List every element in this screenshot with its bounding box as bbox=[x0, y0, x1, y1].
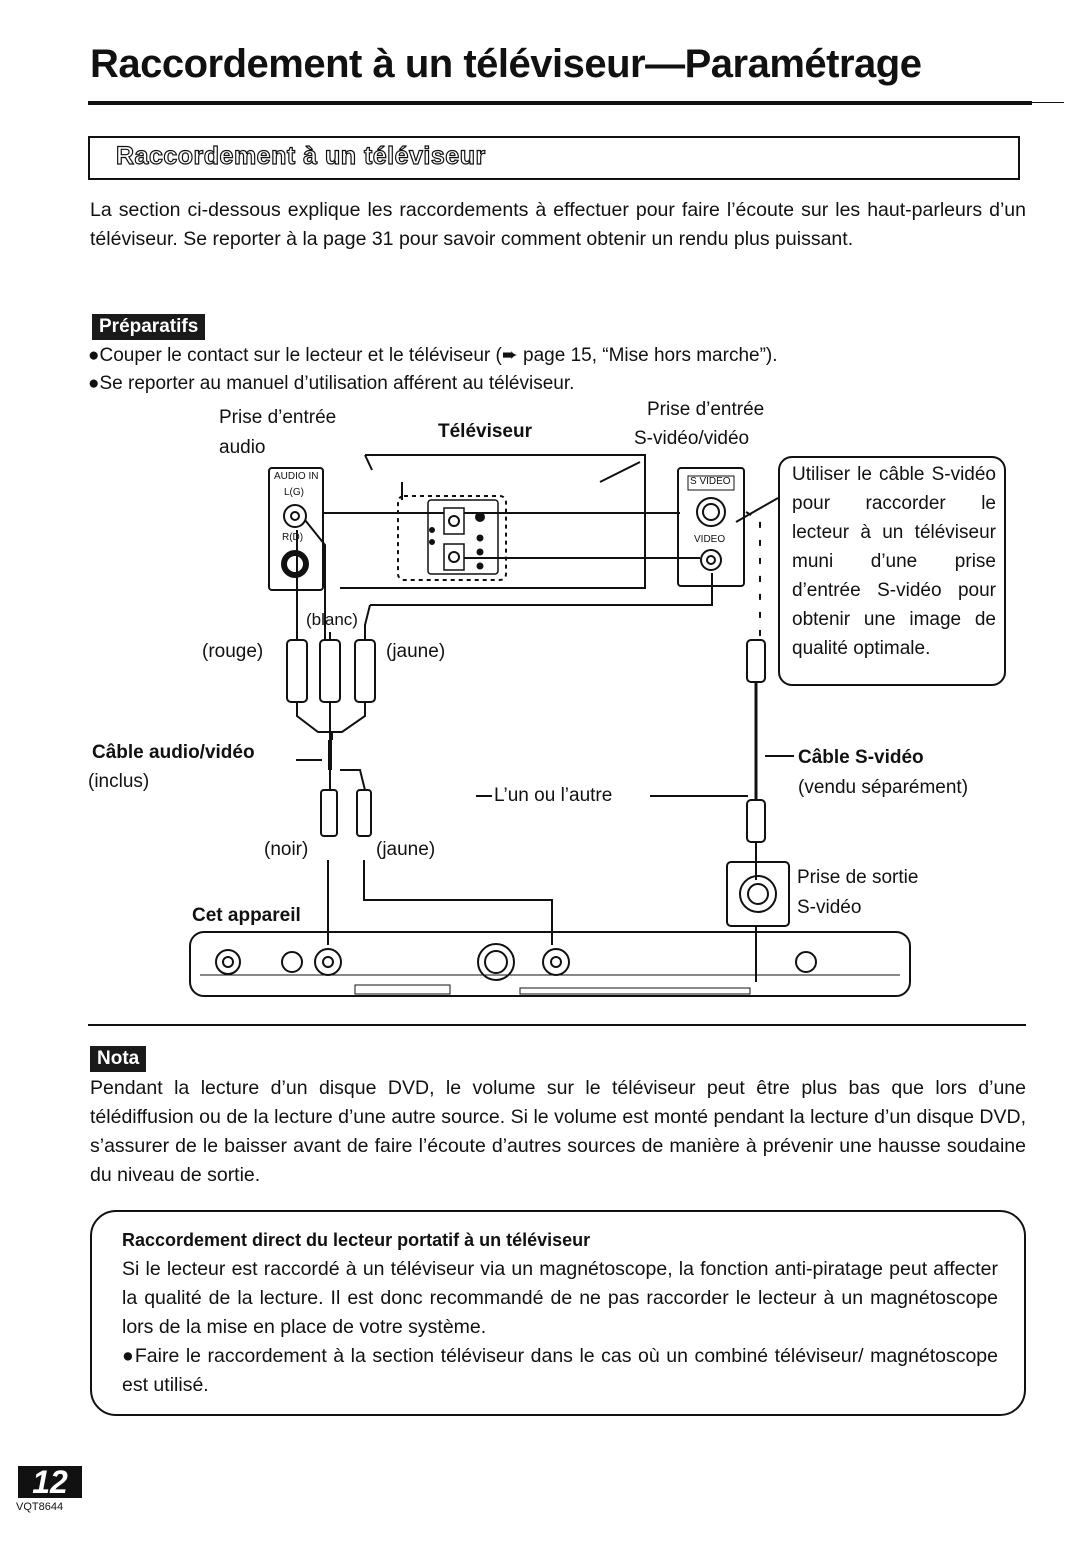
title-rule-extension bbox=[1032, 102, 1064, 103]
preparatifs-list: ●Couper le contact sur le lecteur et le … bbox=[88, 342, 778, 398]
tv-outline bbox=[340, 454, 646, 589]
section-heading-box bbox=[88, 136, 1020, 180]
prise-sortie-line1: Prise de sortie bbox=[797, 867, 919, 888]
audio-in-label-line2: audio bbox=[219, 437, 266, 458]
tv-audio-l-label: L(G) bbox=[284, 487, 304, 498]
svideo-tip-box: Utiliser le câble S-vidéo pour raccorder… bbox=[778, 456, 1006, 686]
cet-appareil-label: Cet appareil bbox=[192, 905, 301, 926]
page-number: 12 bbox=[18, 1466, 82, 1498]
av-cable bbox=[296, 519, 713, 945]
tv-svideo-label: S VIDEO bbox=[690, 476, 731, 487]
rouge-label: (rouge) bbox=[202, 641, 264, 662]
tv-label: Téléviseur bbox=[438, 421, 532, 442]
nota-badge: Nota bbox=[90, 1046, 147, 1072]
direct-connection-title: Raccordement direct du lecteur portatif … bbox=[122, 1230, 591, 1250]
video-in-label-line1: Prise d’entrée bbox=[647, 399, 765, 420]
noir-label: (noir) bbox=[264, 839, 309, 860]
page-code: VQT8644 bbox=[16, 1501, 64, 1513]
cable-svideo-label: Câble S-vidéo bbox=[798, 747, 924, 768]
av-plugs bbox=[286, 632, 376, 703]
nota-text: Pendant la lecture d’un disque DVD, le v… bbox=[90, 1077, 1026, 1186]
audio-in-label-line1: Prise d’entrée bbox=[219, 407, 337, 428]
tv-internal-wiring bbox=[323, 512, 700, 559]
tv-audio-r-label: R(D) bbox=[282, 532, 304, 543]
label-leaders bbox=[296, 755, 794, 797]
vendu-separement-label: (vendu séparément) bbox=[798, 777, 969, 798]
cable-av-label: Câble audio/vidéo bbox=[92, 742, 255, 763]
preparatifs-item: ●Couper le contact sur le lecteur et le … bbox=[88, 345, 778, 366]
tv-video-in-panel bbox=[677, 467, 745, 587]
intro-paragraph: La section ci-dessous explique les racco… bbox=[90, 199, 1026, 250]
section-title: Raccordement à un téléviseur bbox=[115, 141, 486, 170]
jaune-top-label: (jaune) bbox=[386, 641, 446, 662]
direct-connection-body: Si le lecteur est raccordé à un télévise… bbox=[122, 1255, 998, 1400]
preparatifs-badge: Préparatifs bbox=[92, 314, 206, 340]
tip-pointer bbox=[735, 497, 779, 523]
direct-connection-bullet: ●Faire le raccordement à la section télé… bbox=[122, 1345, 998, 1396]
player-unit bbox=[189, 931, 911, 997]
preparatifs-item: ●Se reporter au manuel d’utilisation aff… bbox=[88, 373, 575, 394]
jaune-bottom-label: (jaune) bbox=[376, 839, 436, 860]
video-in-label-line2: S-vidéo/vidéo bbox=[634, 428, 750, 449]
title-rule bbox=[88, 101, 1032, 105]
tv-audio-panel-label: AUDIO IN bbox=[274, 471, 319, 482]
direct-connection-box bbox=[90, 1210, 1026, 1416]
inclus-label: (inclus) bbox=[88, 771, 150, 792]
prise-sortie-line2: S-vidéo bbox=[797, 897, 862, 918]
direct-connection-text: Si le lecteur est raccordé à un télévise… bbox=[122, 1258, 998, 1338]
lun-ou-lautre-label: L’un ou l’autre bbox=[494, 785, 613, 806]
page-title: Raccordement à un téléviseur—Paramétrage bbox=[90, 42, 922, 86]
tv-video-label: VIDEO bbox=[694, 534, 726, 545]
nota-divider bbox=[88, 1024, 1026, 1026]
blanc-label: (blanc) bbox=[306, 610, 358, 629]
